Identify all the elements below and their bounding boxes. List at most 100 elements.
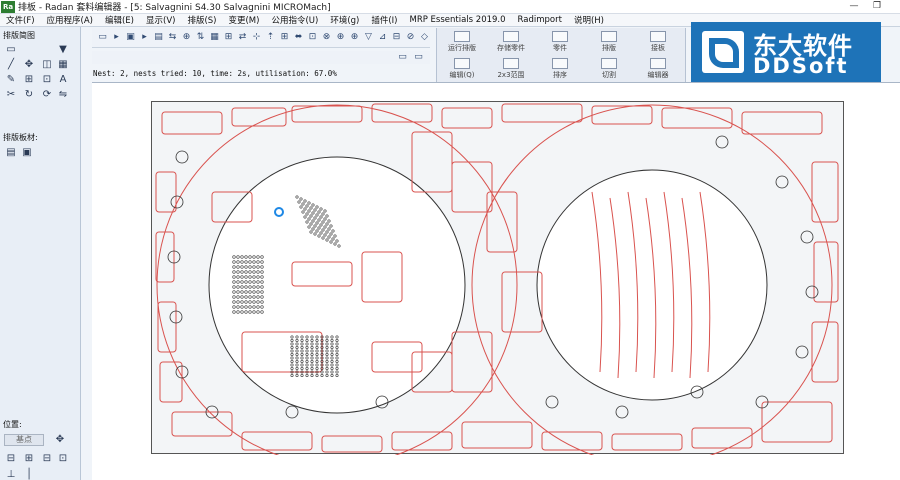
menu-view[interactable]: 显示(V) bbox=[146, 16, 176, 26]
perforation bbox=[236, 285, 240, 289]
toolbar-button-23[interactable]: ◇ bbox=[421, 32, 428, 42]
nested-part-9 bbox=[155, 171, 177, 213]
sheet-list-icon[interactable]: ▤ bbox=[6, 146, 16, 158]
menu-plugins[interactable]: 插件(I) bbox=[371, 16, 398, 26]
toolbar-button-16[interactable]: ⊗ bbox=[322, 32, 331, 42]
maximize-button[interactable]: ❐ bbox=[872, 1, 882, 11]
toolbar-button-4[interactable]: ▤ bbox=[154, 32, 163, 42]
perforation bbox=[320, 373, 324, 377]
toolbar-button-9[interactable]: ⊞ bbox=[224, 32, 233, 42]
toolbar-button-2[interactable]: ▣ bbox=[126, 32, 135, 42]
align-left-icon[interactable]: ⊟ bbox=[6, 452, 16, 464]
menu-utilities[interactable]: 公用指令(U) bbox=[271, 16, 319, 26]
menu-application[interactable]: 应用程序(A) bbox=[46, 16, 93, 26]
perforation bbox=[310, 346, 314, 350]
toolbar-button-11[interactable]: ⊹ bbox=[252, 32, 261, 42]
toolbar-button-13[interactable]: ⊞ bbox=[280, 32, 289, 42]
sheet-view-button[interactable]: ▭ bbox=[398, 52, 407, 62]
nested-part-28 bbox=[501, 271, 543, 333]
toolbar-button-6[interactable]: ⊕ bbox=[182, 32, 191, 42]
perforation bbox=[325, 366, 329, 370]
sheet-area[interactable] bbox=[151, 101, 844, 455]
toolbar-button-19[interactable]: ▽ bbox=[365, 32, 372, 42]
perforation bbox=[320, 335, 324, 339]
perforation bbox=[305, 373, 309, 377]
run-nest-button[interactable]: 运行排版 bbox=[439, 29, 485, 53]
toolbar-button-12[interactable]: ⇡ bbox=[266, 32, 275, 42]
spin-icon[interactable]: ⟳ bbox=[42, 88, 52, 100]
move-icon[interactable]: ✥ bbox=[24, 58, 34, 70]
perforation bbox=[330, 346, 334, 350]
arc-icon[interactable]: ⊞ bbox=[24, 73, 34, 85]
position-reference-field[interactable]: 基点 bbox=[4, 434, 44, 446]
scissors-icon[interactable]: ✂ bbox=[6, 88, 16, 100]
perforation bbox=[260, 265, 264, 269]
mirror-icon[interactable]: ⇋ bbox=[58, 88, 68, 100]
menu-edit[interactable]: 编辑(E) bbox=[104, 16, 134, 26]
perforation bbox=[295, 359, 299, 363]
toolbar-button-5[interactable]: ⇆ bbox=[168, 32, 177, 42]
menu-radimport[interactable]: Radimport bbox=[517, 15, 562, 25]
menu-help[interactable]: 说明(H) bbox=[573, 16, 604, 26]
nest-canvas[interactable] bbox=[92, 82, 900, 480]
toolbar-button-3[interactable]: ▸ bbox=[142, 32, 147, 42]
cut-button[interactable]: 切割 bbox=[586, 56, 632, 80]
parts-button[interactable]: 零件 bbox=[537, 29, 583, 53]
perforation bbox=[329, 232, 333, 236]
align-bottom-icon[interactable]: ⊥ bbox=[6, 468, 16, 480]
toolbar-button-7[interactable]: ⇅ bbox=[196, 32, 205, 42]
line-icon[interactable]: ╱ bbox=[7, 58, 15, 70]
edit-button[interactable]: 编辑(Q) bbox=[439, 56, 485, 80]
perforation bbox=[323, 225, 327, 229]
perforation bbox=[295, 366, 299, 370]
menu-file[interactable]: 文件(F) bbox=[6, 16, 35, 26]
sequence-icon[interactable]: ⊡ bbox=[42, 73, 52, 85]
distribute-icon[interactable]: │ bbox=[25, 468, 33, 480]
editor-button[interactable]: 编辑器 bbox=[635, 56, 681, 80]
toolbar-button-0[interactable]: ▭ bbox=[98, 32, 107, 42]
nested-part-2 bbox=[291, 105, 363, 123]
align-center-icon[interactable]: ⊞ bbox=[24, 452, 34, 464]
pen-icon[interactable]: ✎ bbox=[6, 73, 16, 85]
align-top-icon[interactable]: ⊡ bbox=[58, 452, 68, 464]
toolbar-button-8[interactable]: ▦ bbox=[210, 32, 219, 42]
toolbar-button-18[interactable]: ⊕ bbox=[350, 32, 359, 42]
toolbar-button-21[interactable]: ⊟ bbox=[392, 32, 401, 42]
minimize-button[interactable]: — bbox=[849, 1, 859, 11]
perforation bbox=[244, 300, 248, 304]
save-parts-button[interactable]: 存储零件 bbox=[488, 29, 534, 53]
arrow-down-icon[interactable]: ▼ bbox=[59, 43, 67, 55]
sequence-button[interactable]: 排序 bbox=[537, 56, 583, 80]
menu-environment[interactable]: 环境(g) bbox=[330, 16, 360, 26]
toolbar-button-17[interactable]: ⊕ bbox=[336, 32, 345, 42]
align-right-icon[interactable]: ⊟ bbox=[42, 452, 52, 464]
perforation bbox=[319, 231, 323, 235]
grid-icon[interactable]: ▦ bbox=[58, 58, 68, 70]
toolbar-button-10[interactable]: ⇄ bbox=[238, 32, 247, 42]
sheet-add-icon[interactable]: ▣ bbox=[22, 146, 32, 158]
sheet-next-button[interactable]: ▭ bbox=[414, 52, 423, 62]
perforation bbox=[260, 270, 264, 274]
toolbar-button-22[interactable]: ⊘ bbox=[406, 32, 415, 42]
menu-modify[interactable]: 变更(M) bbox=[228, 16, 260, 26]
perforation bbox=[295, 370, 299, 374]
join-sheet-button[interactable]: 接板 bbox=[635, 29, 681, 53]
range-button[interactable]: 2x3范围 bbox=[488, 56, 534, 80]
rectangle-icon[interactable]: ▭ bbox=[6, 43, 16, 55]
toolbar-button-20[interactable]: ⊿ bbox=[378, 32, 387, 42]
text-icon[interactable]: A bbox=[59, 73, 67, 85]
toolbar-button-14[interactable]: ⬌ bbox=[294, 32, 303, 42]
perforation bbox=[310, 373, 314, 377]
menu-mrp-essentials[interactable]: MRP Essentials 2019.0 bbox=[409, 15, 506, 25]
toolbar-button-15[interactable]: ⊡ bbox=[308, 32, 317, 42]
perforation bbox=[335, 339, 339, 343]
crosshair-icon[interactable]: ✥ bbox=[55, 433, 65, 445]
nest-button[interactable]: 排版 bbox=[586, 29, 632, 53]
perforation bbox=[320, 363, 324, 367]
node-icon[interactable]: ◫ bbox=[42, 58, 52, 70]
menu-nest[interactable]: 排版(S) bbox=[187, 16, 217, 26]
toolbar-button-1[interactable]: ▸ bbox=[114, 32, 119, 42]
perforation bbox=[248, 260, 252, 264]
rotate-icon[interactable]: ↻ bbox=[24, 88, 34, 100]
perforation bbox=[252, 305, 256, 309]
